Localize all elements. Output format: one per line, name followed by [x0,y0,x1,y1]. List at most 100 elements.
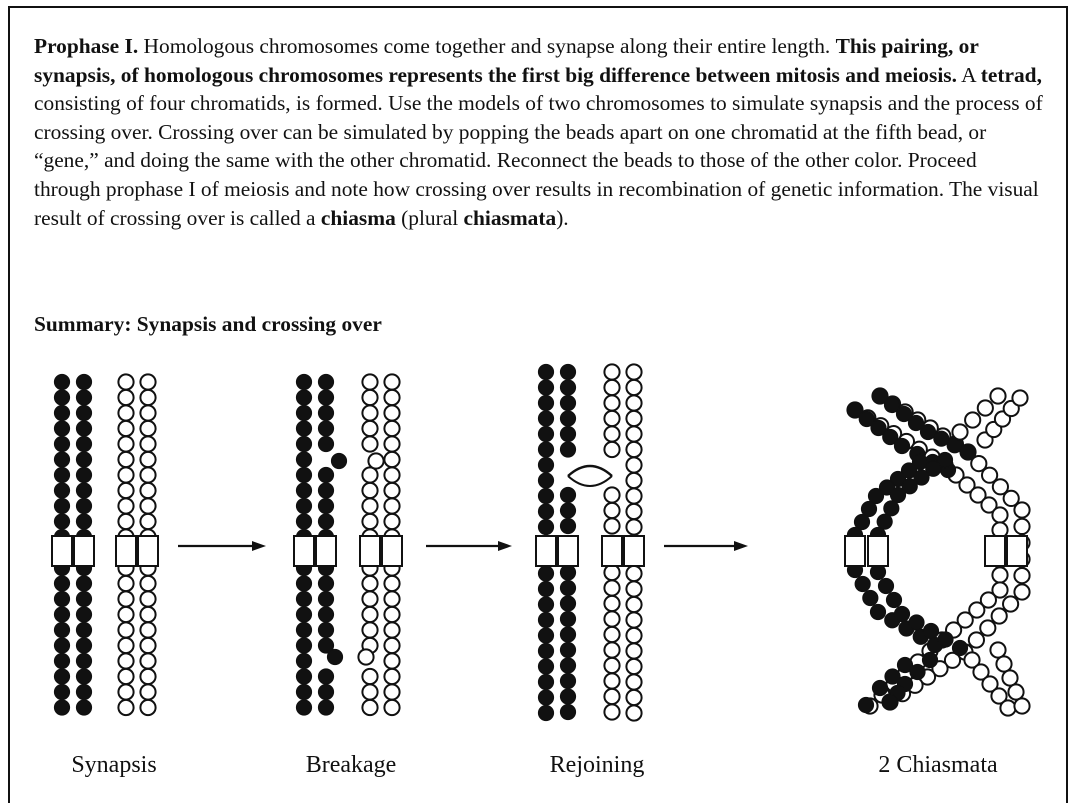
light-bead [140,700,155,715]
dark-bead [296,700,311,715]
dark-bead [538,519,553,534]
light-bead [1003,596,1018,611]
dark-bead [296,483,311,498]
light-bead [626,690,641,705]
centromere-box [316,536,336,566]
dark-bead [76,483,91,498]
light-bead [362,669,377,684]
dark-bead [318,390,333,405]
light-bead [384,467,399,482]
dark-bead [910,664,925,679]
dark-bead [54,684,69,699]
dark-bead [76,591,91,606]
dark-bead [76,421,91,436]
light-bead [1008,684,1023,699]
dark-bead [76,374,91,389]
light-bead [140,638,155,653]
light-bead [604,704,619,719]
light-bead [604,658,619,673]
light-bead [604,611,619,626]
light-bead [626,364,641,379]
light-bead [118,607,133,622]
dark-bead [318,514,333,529]
centromere-box [52,536,72,566]
dark-bead [54,622,69,637]
dark-bead [538,659,553,674]
light-bead [140,390,155,405]
dark-bead [318,700,333,715]
light-bead [384,452,399,467]
dark-bead [296,591,311,606]
dark-bead [538,364,553,379]
dark-bead [296,452,311,467]
dark-bead [54,576,69,591]
light-bead [626,612,641,627]
dark-bead [296,421,311,436]
dark-bead [318,467,333,482]
light-bead [362,498,377,513]
dark-bead [76,576,91,591]
dark-bead [560,411,575,426]
light-bead [140,498,155,513]
dark-bead [318,576,333,591]
dark-bead [960,444,975,459]
light-bead [604,442,619,457]
light-bead [368,453,383,468]
dark-bead [54,514,69,529]
dark-bead [54,436,69,451]
light-bead [118,483,133,498]
dark-bead [560,426,575,441]
dark-bead [76,390,91,405]
dark-bead [296,390,311,405]
dark-bead [54,452,69,467]
light-bead [384,700,399,715]
dark-bead [909,615,924,630]
light-bead [384,436,399,451]
dark-bead [538,504,553,519]
light-bead [384,498,399,513]
light-bead [969,632,984,647]
light-bead [992,567,1007,582]
light-bead [626,442,641,457]
dark-bead [76,436,91,451]
light-bead [604,411,619,426]
light-bead [118,638,133,653]
dark-bead [886,592,901,607]
light-bead [362,622,377,637]
centromere-box [985,536,1005,566]
dark-bead [54,421,69,436]
dark-bead [76,653,91,668]
light-bead [626,628,641,643]
light-bead [604,380,619,395]
centromere-box [868,536,888,566]
light-bead [604,596,619,611]
dark-bead [878,578,893,593]
dark-bead [560,704,575,719]
light-bead [384,684,399,699]
light-bead [604,426,619,441]
dark-bead [296,669,311,684]
light-bead [118,653,133,668]
dark-bead [296,607,311,622]
dark-bead [870,604,885,619]
light-bead [626,705,641,720]
dark-bead [872,680,887,695]
light-bead [384,669,399,684]
arrow-head [252,541,266,551]
light-bead [140,684,155,699]
light-bead [626,504,641,519]
light-bead [384,374,399,389]
dark-bead [560,596,575,611]
light-bead [965,412,980,427]
dark-bead [538,411,553,426]
light-bead [118,467,133,482]
light-bead [626,519,641,534]
dark-bead [76,638,91,653]
dark-bead [76,607,91,622]
light-bead [626,659,641,674]
light-bead [604,503,619,518]
dark-bead [54,483,69,498]
dark-bead [560,673,575,688]
dark-bead [54,669,69,684]
light-bead [626,674,641,689]
